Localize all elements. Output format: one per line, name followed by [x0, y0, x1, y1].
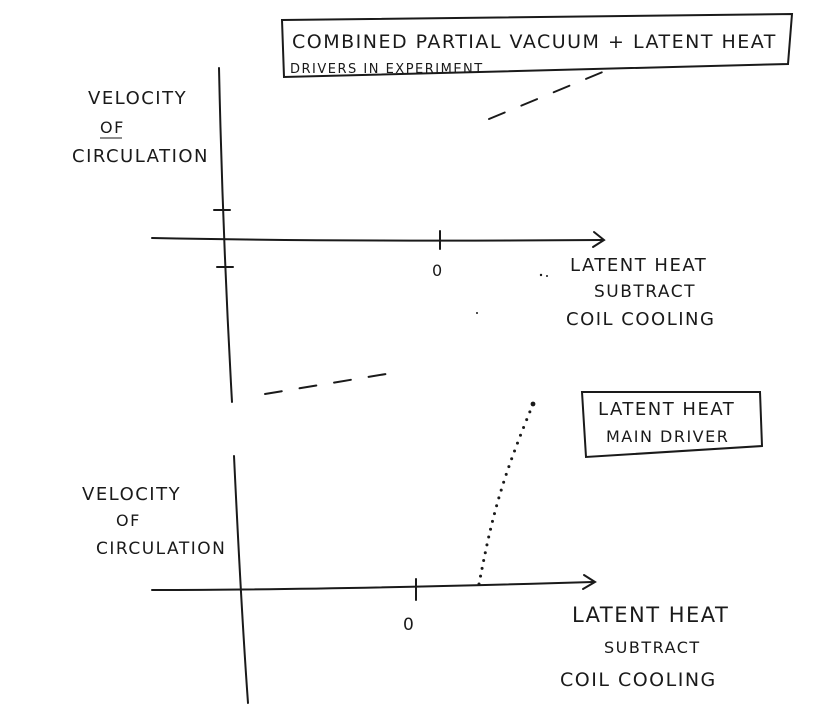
- top-ylabel-line-3: CIRCULATION: [72, 146, 209, 167]
- bottom-x-axis: [151, 581, 594, 591]
- series-1-dot: [507, 465, 511, 469]
- top-x-tick-label-zero: 0: [432, 261, 444, 280]
- series-2-dash: [488, 111, 506, 120]
- series-1-dot: [492, 512, 496, 516]
- series-1-dash: [333, 378, 352, 384]
- top-ylabel-line-1: VELOCITY: [88, 88, 187, 109]
- series-1-dot: [497, 496, 501, 500]
- top-pen-speck-3: [476, 312, 478, 314]
- bottom-title-line-2: MAIN DRIVER: [606, 427, 729, 446]
- top-title-box: [280, 12, 794, 79]
- series-1-dot: [513, 449, 517, 453]
- series-1-dot: [480, 566, 484, 570]
- top-xlabel-line-3: COIL COOLING: [566, 309, 715, 330]
- bottom-title-box: [580, 391, 764, 459]
- series-1-dash: [298, 384, 318, 390]
- series-1-dot: [487, 535, 491, 539]
- bottom-y-axis: [233, 455, 249, 704]
- top-ylabel-line-2: OF: [100, 118, 125, 137]
- top-x-axis: [151, 237, 603, 242]
- series-1-dot: [504, 472, 508, 476]
- series-1-dot: [482, 559, 486, 563]
- top-x-axis-arrowhead: [592, 231, 606, 248]
- top-title-line-1: COMBINED PARTIAL VACUUM + LATENT HEAT: [292, 31, 777, 53]
- bottom-x-tick-label-zero: 0: [403, 615, 415, 635]
- series-1-dash: [264, 390, 283, 395]
- series-1-dot: [528, 410, 532, 414]
- series-1-dot: [499, 488, 503, 492]
- series-1-dot: [495, 504, 499, 508]
- top-chart: COMBINED PARTIAL VACUUM + LATENT HEAT DR…: [72, 12, 794, 403]
- bottom-x-axis-arrowhead: [582, 574, 597, 590]
- bottom-ylabel-line-1: VELOCITY: [82, 484, 181, 505]
- series-1-dot: [502, 480, 506, 484]
- top-y-axis: [218, 67, 233, 403]
- series-2-dash: [520, 98, 539, 107]
- top-xlabel-line-2: SUBTRACT: [594, 282, 696, 302]
- series-1-dot: [530, 401, 536, 407]
- series-1-dot: [510, 457, 514, 461]
- top-pen-speck-1: [539, 273, 543, 277]
- series-1-dot: [479, 574, 483, 578]
- series-1-dot: [522, 425, 526, 429]
- bottom-chart: LATENT HEAT MAIN DRIVER VELOCITY OF CIRC…: [82, 391, 764, 704]
- series-1-dot: [489, 527, 493, 531]
- bottom-title-line-1: LATENT HEAT: [598, 399, 735, 420]
- series-1-dot: [477, 582, 481, 586]
- series-2-dash: [585, 71, 603, 80]
- bottom-ylabel-line-3: CIRCULATION: [96, 539, 226, 559]
- series-1-dot: [515, 441, 519, 445]
- series-1-dot: [525, 418, 529, 422]
- series-1-dot: [485, 543, 489, 547]
- series-1-dash: [367, 373, 387, 378]
- top-title-line-2: DRIVERS IN EXPERIMENT: [290, 62, 484, 77]
- series-2-dash: [552, 84, 571, 94]
- bottom-series: [477, 401, 536, 586]
- series-1-dot: [518, 433, 522, 437]
- series-1-dot: [490, 519, 494, 523]
- bottom-ylabel-line-2: OF: [116, 511, 141, 530]
- top-series: [264, 71, 603, 395]
- bottom-xlabel-line-2: SUBTRACT: [604, 638, 701, 657]
- top-xlabel-line-1: LATENT HEAT: [570, 255, 707, 276]
- top-pen-speck-2: [546, 275, 548, 277]
- bottom-xlabel-line-1: LATENT HEAT: [572, 603, 729, 627]
- bottom-xlabel-line-3: COIL COOLING: [560, 669, 717, 691]
- series-1-dot: [483, 551, 487, 555]
